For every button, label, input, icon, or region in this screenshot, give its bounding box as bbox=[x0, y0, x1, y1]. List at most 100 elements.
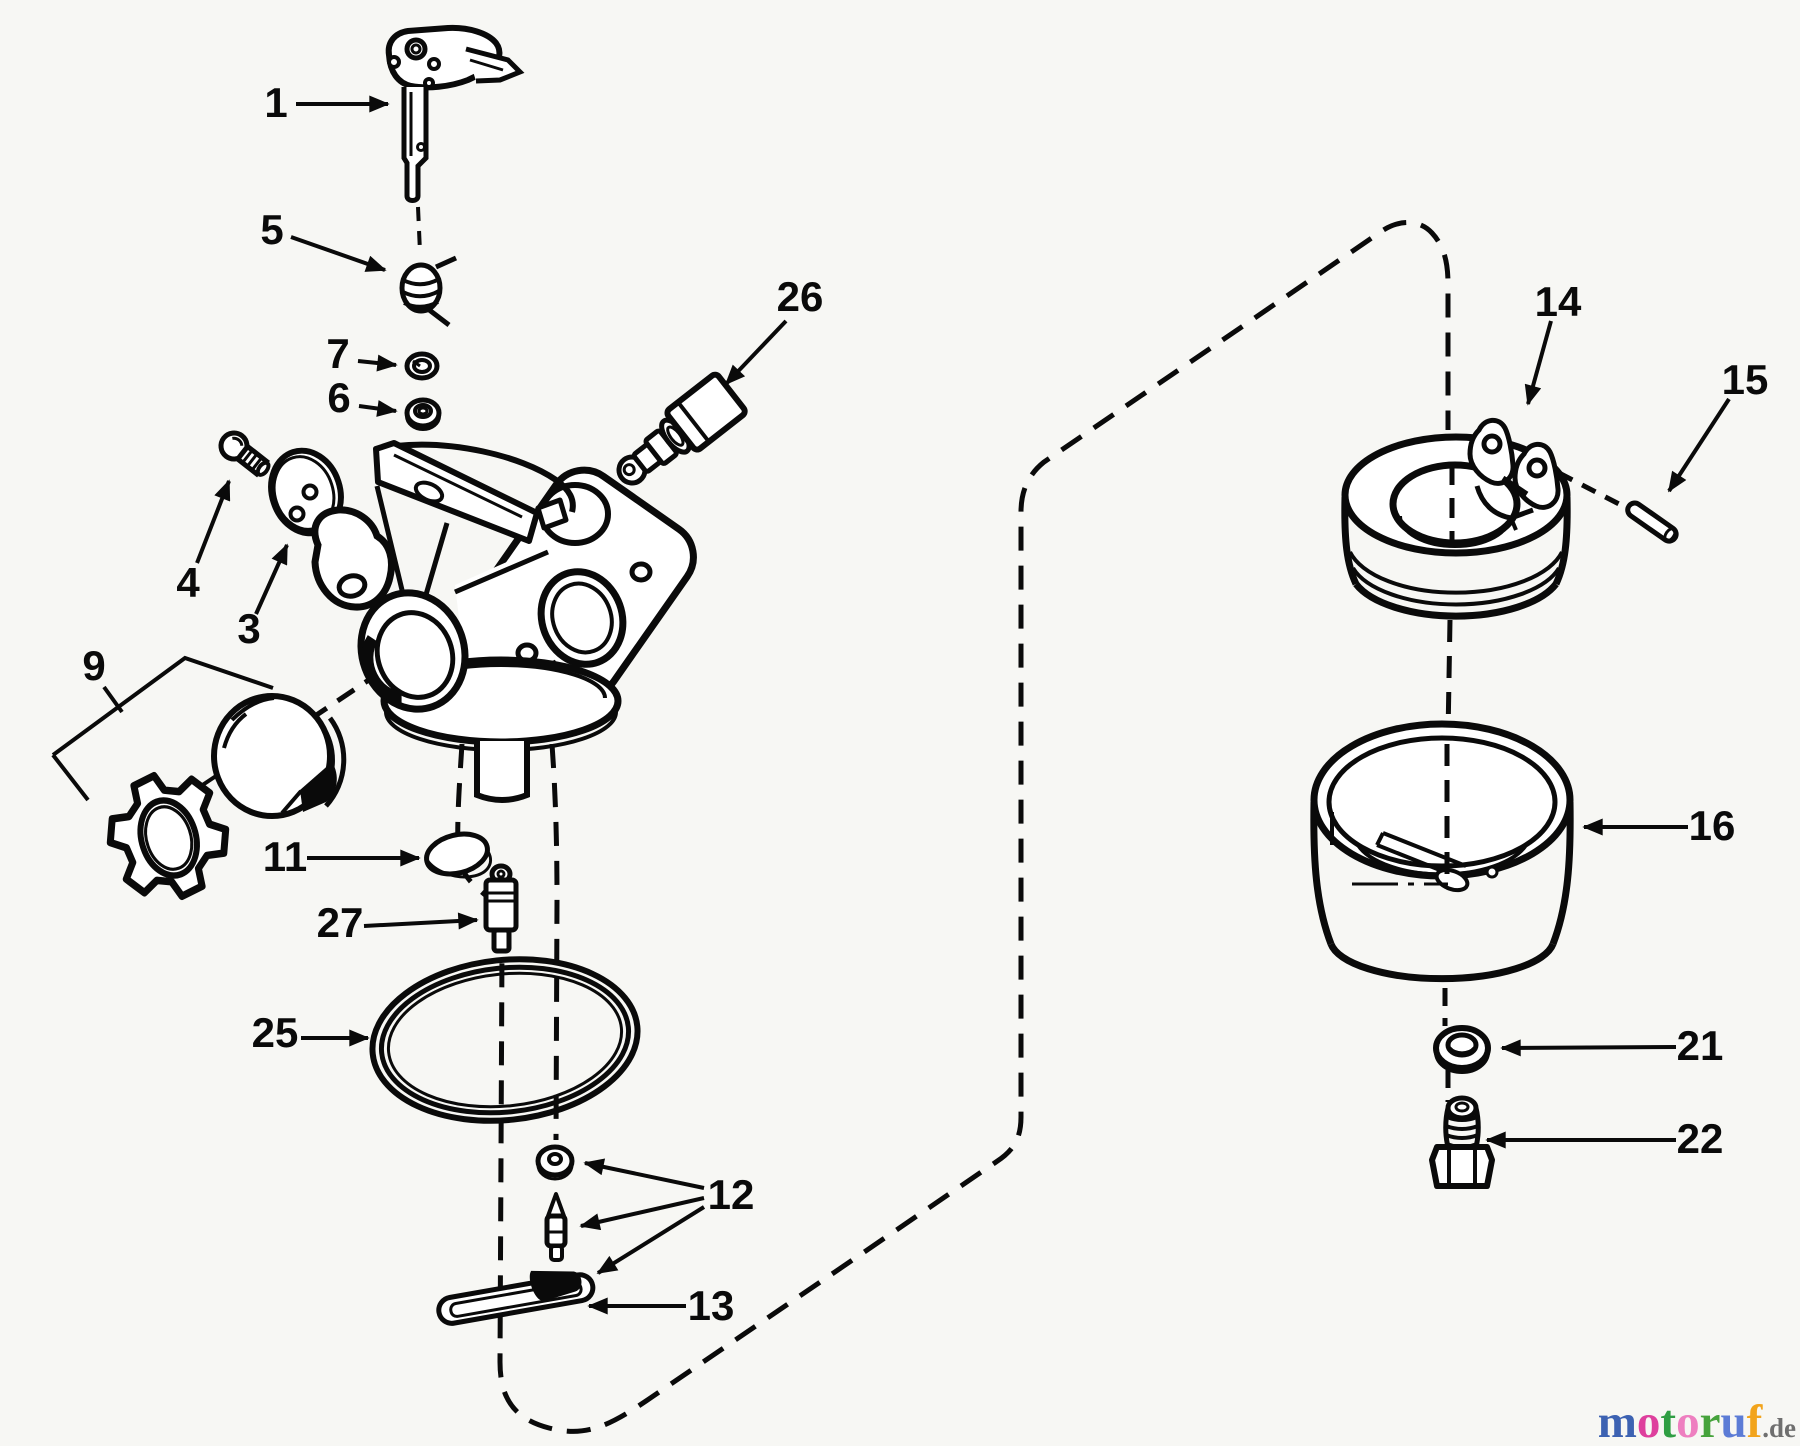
part-label-1: 1 bbox=[264, 79, 287, 126]
part-label-26: 26 bbox=[777, 273, 824, 320]
leader-7 bbox=[357, 354, 398, 372]
callout-13: 13 bbox=[587, 1282, 735, 1329]
lever-end-tab bbox=[535, 497, 569, 531]
body-stub bbox=[474, 741, 530, 803]
leader-12c bbox=[596, 1205, 706, 1275]
part-bowl-bolt bbox=[1429, 1095, 1495, 1189]
callout-3: 3 bbox=[237, 543, 289, 652]
logo-letter: o bbox=[1637, 1396, 1661, 1446]
part-star-retainer bbox=[106, 772, 230, 900]
centerline-float-to-bowl bbox=[1445, 619, 1453, 737]
part-label-16: 16 bbox=[1689, 802, 1736, 849]
part-label-12: 12 bbox=[708, 1171, 755, 1218]
callout-9: 9 bbox=[51, 642, 274, 802]
motoruf-logo: motoruf.de bbox=[1598, 1396, 1796, 1446]
part-inlet-fitting bbox=[616, 371, 748, 486]
body-struts bbox=[374, 485, 450, 599]
lever-hole bbox=[413, 480, 445, 504]
leader-3 bbox=[254, 543, 289, 615]
part-label-11: 11 bbox=[263, 833, 307, 880]
part-spring bbox=[399, 255, 458, 327]
body-top-edge bbox=[395, 441, 576, 513]
leader-12b bbox=[579, 1196, 705, 1231]
leader-14 bbox=[1524, 320, 1553, 406]
callout-6: 6 bbox=[327, 374, 398, 421]
part-label-5: 5 bbox=[260, 206, 283, 253]
callout-5: 5 bbox=[260, 206, 387, 272]
leader-27 bbox=[363, 912, 479, 930]
part-label-4: 4 bbox=[176, 559, 200, 606]
logo-letter: m bbox=[1598, 1396, 1637, 1446]
callout-15: 15 bbox=[1667, 356, 1769, 493]
bore-shading bbox=[361, 635, 403, 704]
callout-12: 12 bbox=[579, 1158, 755, 1275]
part-label-25: 25 bbox=[252, 1009, 299, 1056]
part-clip bbox=[436, 1270, 596, 1326]
part-label-13: 13 bbox=[688, 1282, 735, 1329]
logo-letter: o bbox=[1676, 1396, 1700, 1446]
callout-11: 11 bbox=[263, 833, 421, 880]
callout-7: 7 bbox=[326, 330, 398, 377]
callouts: 1 5 7 6 4 3 9 11 bbox=[51, 79, 1769, 1329]
flange-hole-top bbox=[629, 561, 653, 583]
callout-16: 16 bbox=[1582, 802, 1736, 849]
part-float-bowl bbox=[1310, 720, 1574, 983]
logo-letter: t bbox=[1660, 1396, 1676, 1446]
throttle-lever-bar bbox=[373, 440, 540, 544]
part-label-6: 6 bbox=[327, 374, 350, 421]
kit-washer bbox=[535, 1144, 575, 1181]
callout-14: 14 bbox=[1524, 278, 1582, 406]
part-label-9: 9 bbox=[82, 642, 105, 689]
bowl-bottom bbox=[1327, 942, 1557, 983]
callout-26: 26 bbox=[724, 273, 824, 386]
float-hole-inner bbox=[1398, 515, 1512, 548]
left-ear bbox=[311, 506, 395, 611]
part-carburetor-body bbox=[311, 440, 697, 803]
part-label-22: 22 bbox=[1677, 1115, 1724, 1162]
callout-1: 1 bbox=[264, 79, 390, 126]
float-bottom bbox=[1353, 581, 1559, 620]
centerline-float-to-pin bbox=[1557, 470, 1623, 508]
part-lock-washer bbox=[404, 351, 440, 381]
logo-letter: u bbox=[1720, 1396, 1746, 1446]
bowl-rim-inner bbox=[1326, 735, 1558, 869]
bowl-detail-hole bbox=[1485, 865, 1499, 879]
part-washer-upper bbox=[404, 397, 442, 431]
flange-bore-inner bbox=[550, 581, 614, 655]
part-label-15: 15 bbox=[1722, 356, 1769, 403]
part-diaphragm-cup bbox=[211, 693, 347, 819]
part-label-3: 3 bbox=[237, 605, 260, 652]
callout-22: 22 bbox=[1485, 1115, 1724, 1162]
centerline-main-routing bbox=[455, 220, 1451, 1434]
float-groove-1 bbox=[1348, 551, 1564, 595]
part-hinge-pin bbox=[1625, 500, 1679, 544]
float-wall-left bbox=[1341, 496, 1360, 586]
float-hinge bbox=[1467, 417, 1558, 531]
kit-needle bbox=[544, 1192, 568, 1262]
float-hole bbox=[1389, 461, 1521, 547]
centerline-needle-axis bbox=[549, 743, 560, 1141]
part-o-ring bbox=[369, 956, 641, 1124]
callout-21: 21 bbox=[1500, 1022, 1724, 1069]
throttle-bore-inner bbox=[374, 610, 456, 700]
leader-4 bbox=[195, 479, 231, 564]
lever-ridge bbox=[393, 453, 523, 519]
part-label-27: 27 bbox=[317, 899, 364, 946]
part-label-7: 7 bbox=[326, 330, 349, 377]
leader-5 bbox=[290, 235, 387, 272]
centerline-shaft-to-spring bbox=[416, 206, 422, 253]
part-bowl-washer bbox=[1433, 1025, 1491, 1074]
leader-21 bbox=[1500, 1039, 1677, 1057]
callout-4: 4 bbox=[176, 479, 231, 606]
leader-6 bbox=[358, 400, 398, 417]
logo-suffix: .de bbox=[1762, 1413, 1796, 1443]
leader-15 bbox=[1667, 397, 1731, 493]
float-wall-right bbox=[1552, 496, 1571, 586]
part-needle-seat bbox=[483, 863, 519, 954]
part-plug-disc bbox=[424, 831, 493, 879]
part-label-21: 21 bbox=[1677, 1022, 1724, 1069]
leader-26 bbox=[724, 319, 788, 386]
part-needle-kit bbox=[535, 1144, 575, 1262]
